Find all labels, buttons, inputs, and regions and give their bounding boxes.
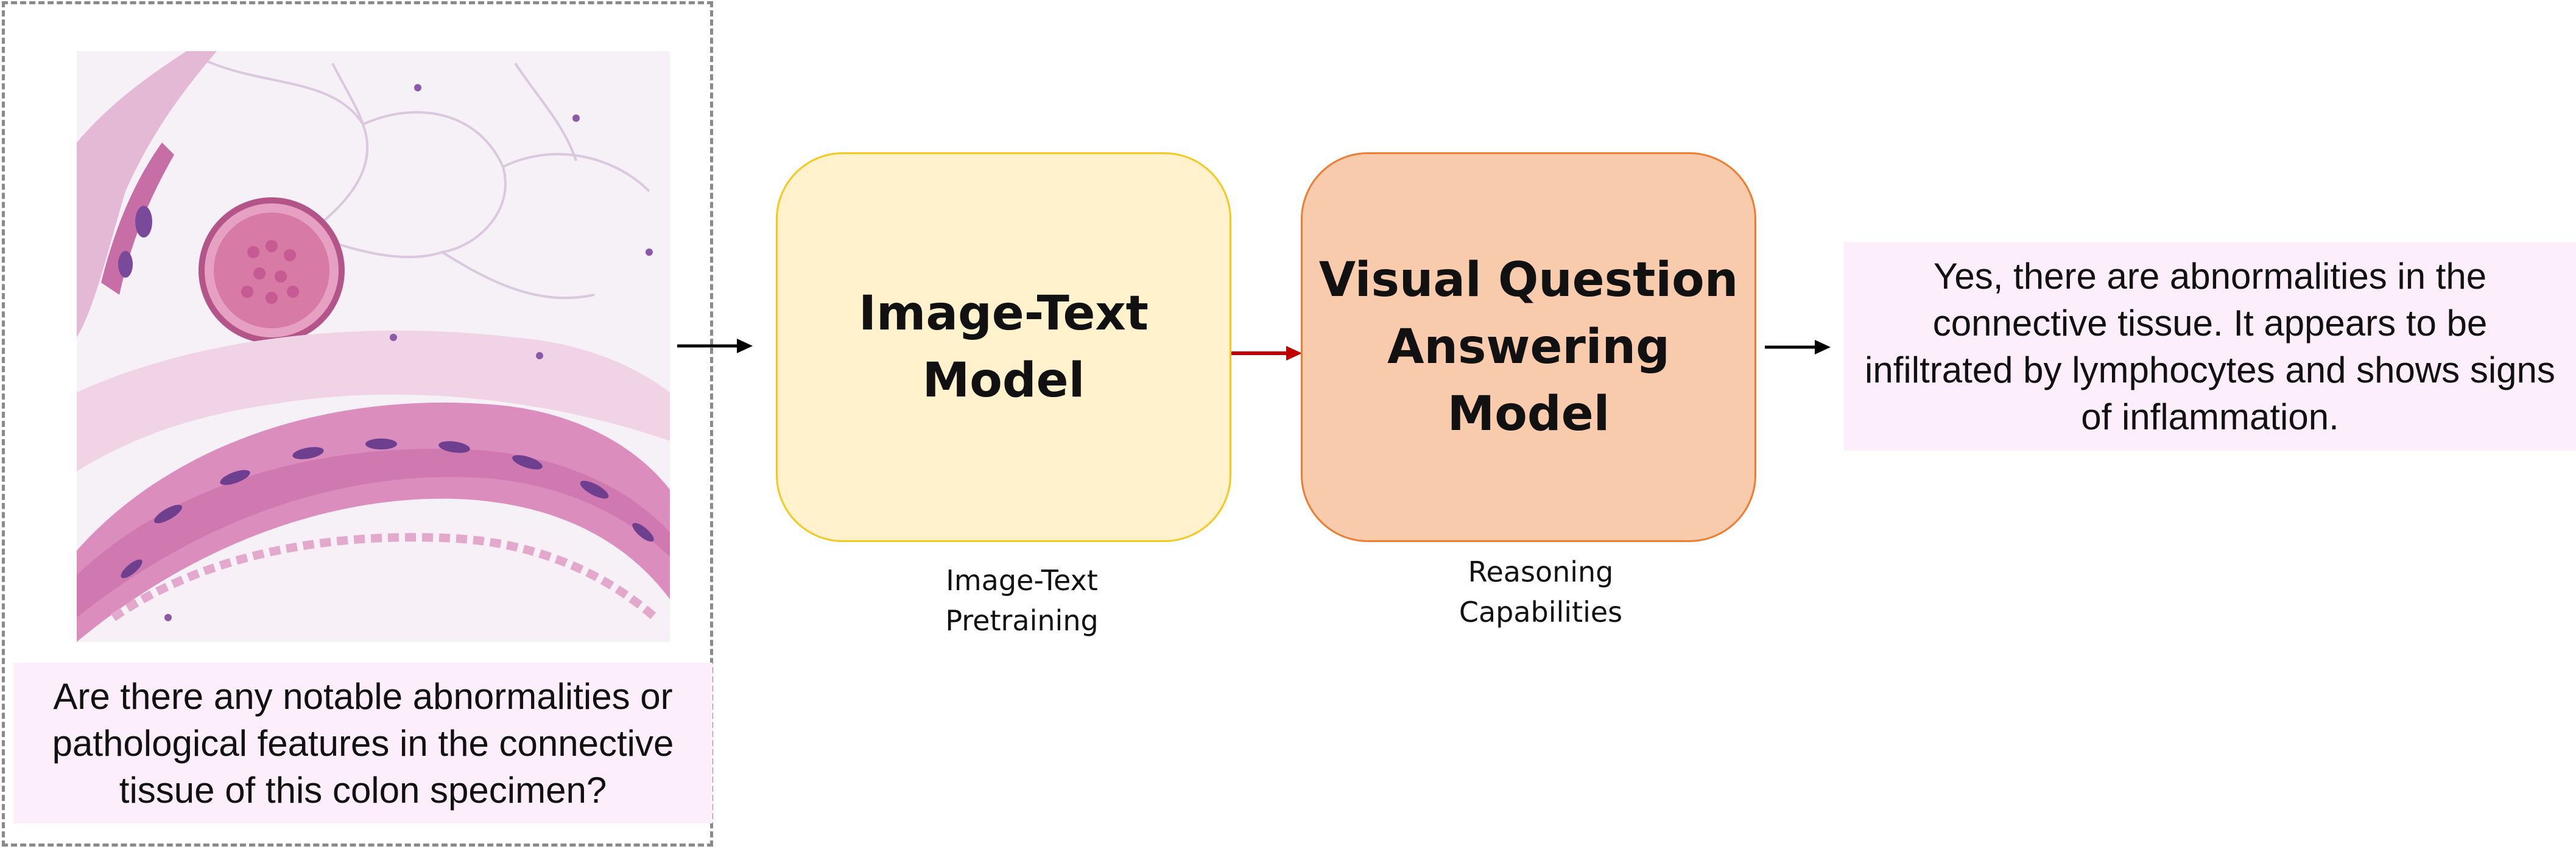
histology-image bbox=[77, 51, 670, 642]
question-box: Are there any notable abnormalities or p… bbox=[13, 663, 713, 823]
vqa-model-title-line2: Answering bbox=[1387, 320, 1670, 375]
arrow-input-to-image-text bbox=[677, 339, 753, 353]
image-text-model-title-line1: Image-Text bbox=[859, 286, 1149, 341]
answer-box: Yes, there are abnormalities in the conn… bbox=[1844, 242, 2576, 451]
vqa-model-title-line1: Visual Question bbox=[1318, 253, 1739, 308]
question-text: Are there any notable abnormalities or p… bbox=[52, 675, 674, 811]
image-text-model-box: Image-Text Model bbox=[776, 152, 1231, 542]
image-text-pretraining-caption: Image-Text Pretraining bbox=[882, 560, 1162, 641]
reasoning-capabilities-caption: Reasoning Capabilities bbox=[1401, 552, 1681, 632]
image-text-model-title-line2: Model bbox=[922, 353, 1085, 408]
vqa-model-box: Visual Question Answering Model bbox=[1301, 152, 1756, 542]
vqa-model-title-line3: Model bbox=[1447, 387, 1610, 442]
histology-illustration bbox=[77, 51, 670, 642]
arrow-vqa-to-answer bbox=[1765, 340, 1831, 354]
arrow-image-text-to-vqa bbox=[1231, 346, 1302, 361]
pretraining-caption-line1: Image-Text bbox=[946, 564, 1098, 597]
pretraining-caption-line2: Pretraining bbox=[945, 604, 1099, 637]
reasoning-caption-line2: Capabilities bbox=[1459, 596, 1623, 629]
input-panel bbox=[2, 1, 713, 847]
reasoning-caption-line1: Reasoning bbox=[1468, 555, 1614, 588]
answer-text: Yes, there are abnormalities in the conn… bbox=[1865, 256, 2555, 437]
